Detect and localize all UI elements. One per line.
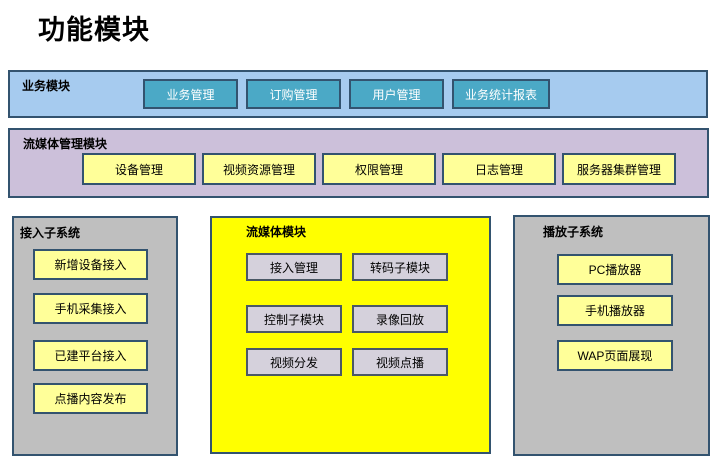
block-server-cluster-mgmt: 服务器集群管理: [562, 153, 676, 185]
media-mgmt-module-panel: 流媒体管理模块 设备管理 视频资源管理 权限管理 日志管理 服务器集群管理: [8, 128, 709, 198]
business-module-panel: 业务模块 业务管理 订购管理 用户管理 业务统计报表: [8, 70, 708, 118]
block-permission-mgmt: 权限管理: [322, 153, 436, 185]
block-mobile-capture-access: 手机采集接入: [33, 293, 148, 324]
block-wap-page: WAP页面展现: [557, 340, 673, 371]
media-module-label: 流媒体模块: [246, 225, 307, 239]
block-access-mgmt: 接入管理: [246, 253, 342, 281]
player-subsystem-panel: 播放子系统 PC播放器 手机播放器 WAP页面展现: [513, 215, 710, 456]
block-recording-playback: 录像回放: [352, 305, 448, 333]
block-mobile-player: 手机播放器: [557, 295, 673, 326]
media-mgmt-module-label: 流媒体管理模块: [23, 137, 108, 151]
block-device-mgmt: 设备管理: [82, 153, 196, 185]
block-order-mgmt: 订购管理: [246, 79, 341, 109]
block-video-on-demand: 视频点播: [352, 348, 448, 376]
block-vod-content-publish: 点播内容发布: [33, 383, 148, 414]
block-business-report: 业务统计报表: [452, 79, 550, 109]
block-business-mgmt: 业务管理: [143, 79, 238, 109]
access-subsystem-panel: 接入子系统 新增设备接入 手机采集接入 已建平台接入 点播内容发布: [12, 216, 178, 456]
block-transcode-submodule: 转码子模块: [352, 253, 448, 281]
access-subsystem-label: 接入子系统: [20, 226, 81, 240]
block-video-distribution: 视频分发: [246, 348, 342, 376]
block-log-mgmt: 日志管理: [442, 153, 556, 185]
business-module-label: 业务模块: [22, 79, 71, 93]
block-video-resource-mgmt: 视频资源管理: [202, 153, 316, 185]
media-module-panel: 流媒体模块 接入管理 转码子模块 控制子模块 录像回放 视频分发 视频点播: [210, 216, 491, 454]
block-control-submodule: 控制子模块: [246, 305, 342, 333]
block-new-device-access: 新增设备接入: [33, 249, 148, 280]
page-title: 功能模块: [38, 15, 150, 45]
player-subsystem-label: 播放子系统: [543, 225, 604, 239]
block-existing-platform-access: 已建平台接入: [33, 340, 148, 371]
block-user-mgmt: 用户管理: [349, 79, 444, 109]
block-pc-player: PC播放器: [557, 254, 673, 285]
